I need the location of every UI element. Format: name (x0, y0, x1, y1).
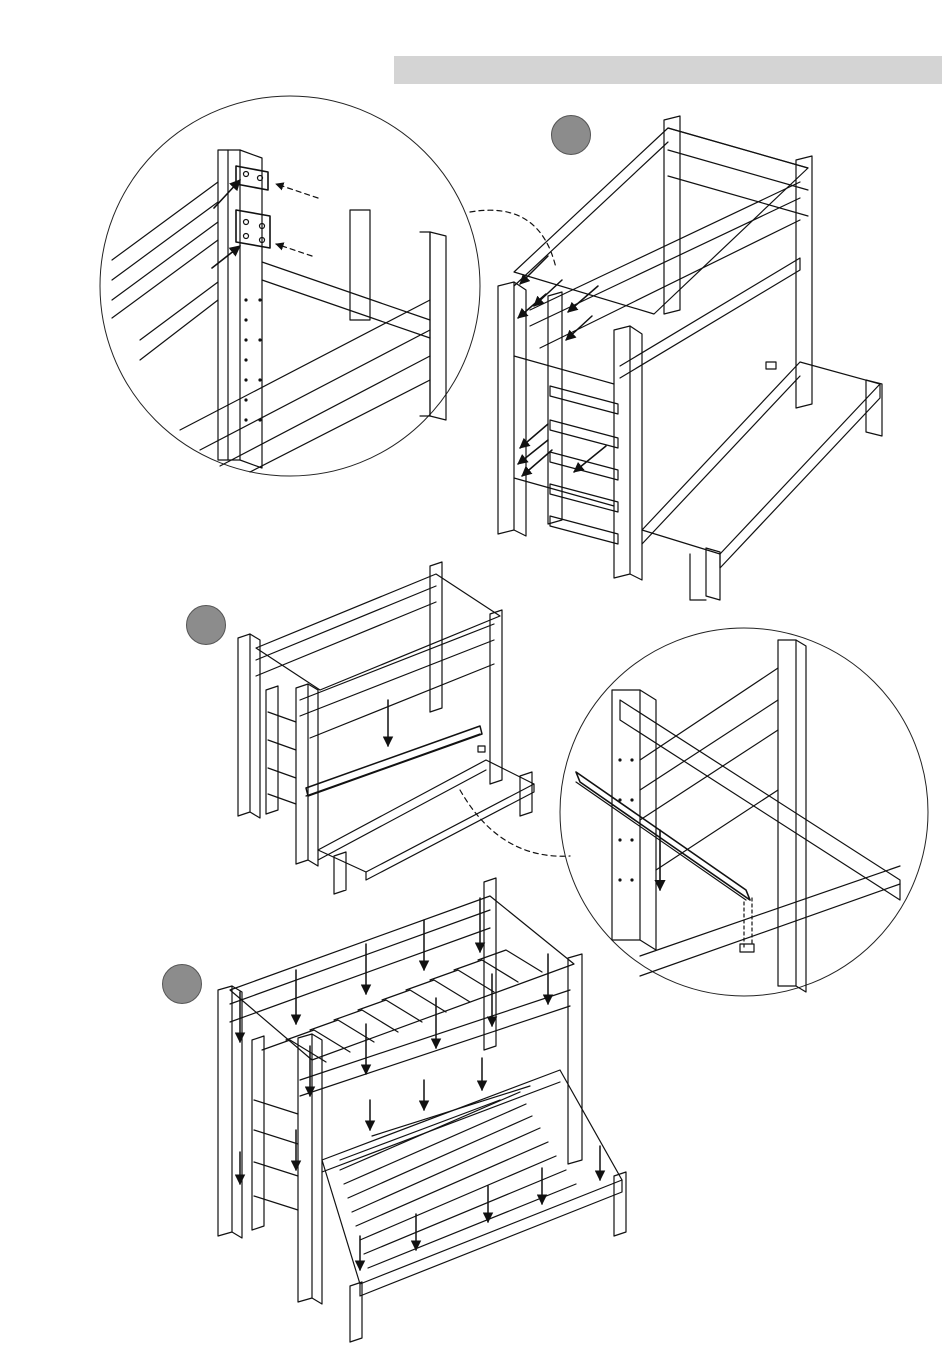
ladder-bracket-detail (100, 96, 556, 476)
detail-hole-column (244, 298, 261, 421)
bunk-bed-center-rail-insertion (238, 562, 570, 894)
bracket-plate-icon (236, 166, 270, 248)
rail-clip-icon (576, 772, 754, 952)
bunk-bed-ladder-attachment (498, 116, 882, 600)
detail-guard-rails (112, 182, 430, 472)
rail-slot-detail (560, 628, 928, 996)
bunk-bed-slat-installation (218, 878, 626, 1342)
bottom-slats (340, 1086, 576, 1268)
top-slats (262, 950, 542, 1062)
